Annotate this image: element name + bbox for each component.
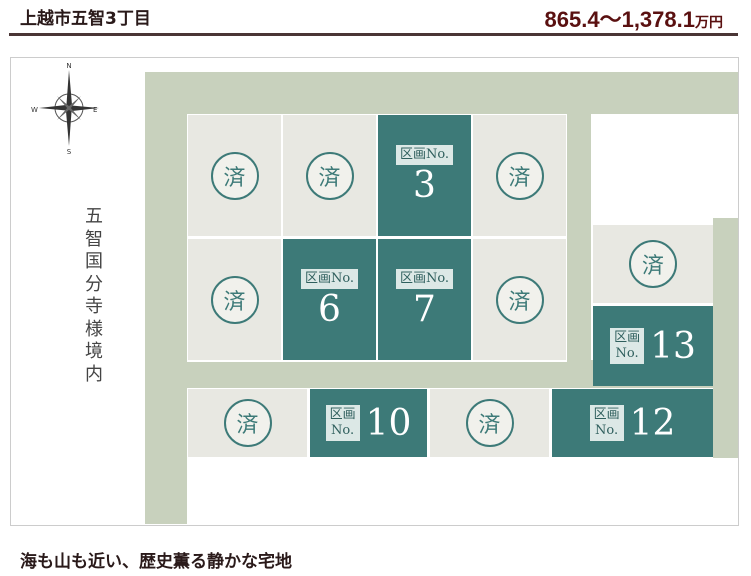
lot-number: 7 [413, 288, 436, 330]
lot-number: 3 [413, 164, 436, 206]
page-title: 上越市五智3丁目 [20, 9, 151, 29]
lot-label: 区画No. [395, 269, 454, 289]
lot-3[interactable]: 区画No.3 [378, 115, 471, 236]
lot-sold[interactable]: 済 [188, 239, 281, 360]
sold-seal: 済 [210, 275, 259, 324]
sold-seal: 済 [465, 399, 514, 447]
lot-sold[interactable]: 済 [283, 115, 376, 236]
lot-label: 区画No. [300, 269, 359, 289]
lot-number: 12 [629, 402, 676, 444]
sold-seal: 済 [495, 151, 544, 200]
lot-number: 13 [650, 325, 696, 367]
sold-seal: 済 [305, 151, 354, 200]
lot-sold[interactable]: 済 [188, 389, 307, 457]
sold-seal: 済 [495, 275, 544, 324]
svg-text:N: N [66, 62, 71, 70]
lot-number: 6 [318, 288, 341, 330]
price-unit: 万円 [695, 14, 723, 30]
compass-icon: N S E W [31, 62, 99, 156]
lot-sold[interactable]: 済 [473, 115, 566, 236]
lot-6[interactable]: 区画No.6 [283, 239, 376, 360]
lot-number: 10 [365, 402, 412, 444]
tagline: 海も山も近い、歴史薫る静かな宅地 [20, 552, 292, 572]
lot-map: N S E W 五智国分寺様境内 済 済 区画No.3 済 済 区画No.6 区… [10, 57, 739, 526]
price-range: 865.4〜1,378.1万円 [545, 2, 723, 34]
lot-label: 区画No. [395, 145, 454, 165]
road-west [145, 72, 187, 524]
svg-text:S: S [67, 148, 72, 156]
temple-label: 五智国分寺様境内 [85, 206, 103, 385]
svg-text:E: E [93, 106, 97, 114]
lot-sold[interactable]: 済 [593, 225, 713, 303]
road-east [713, 218, 738, 458]
sold-seal: 済 [223, 399, 272, 447]
lot-7[interactable]: 区画No.7 [378, 239, 471, 360]
lot-sold[interactable]: 済 [188, 115, 281, 236]
lot-sold[interactable]: 済 [473, 239, 566, 360]
divider [9, 33, 738, 36]
svg-text:W: W [31, 106, 38, 114]
price-value: 865.4〜1,378.1 [544, 7, 695, 32]
sold-seal: 済 [629, 240, 677, 288]
road-east-inner [566, 114, 591, 364]
lot-sold[interactable]: 済 [430, 389, 549, 457]
road-north [145, 72, 738, 114]
sold-seal: 済 [210, 151, 259, 200]
